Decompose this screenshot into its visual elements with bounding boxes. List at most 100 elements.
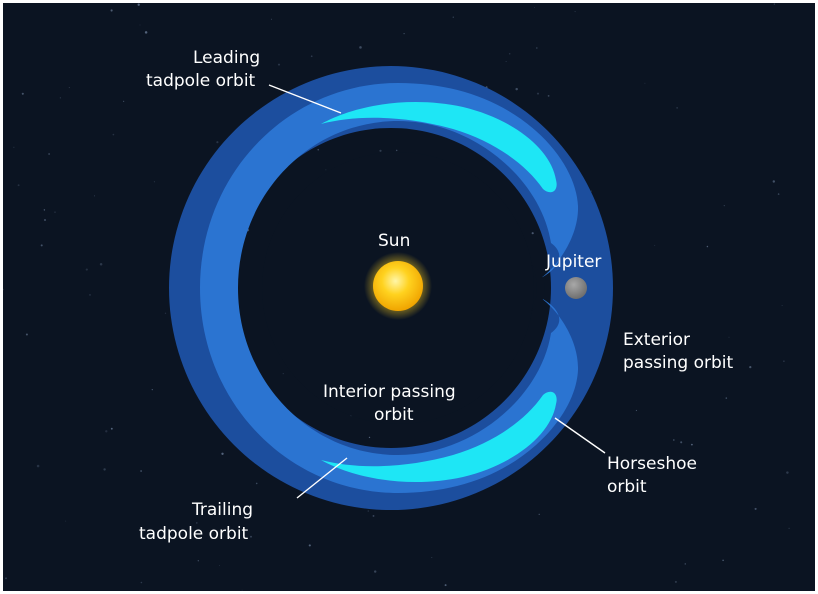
star <box>310 55 313 58</box>
star <box>783 360 785 362</box>
star <box>219 564 221 566</box>
star <box>110 9 113 12</box>
star <box>164 312 167 314</box>
star <box>754 507 757 510</box>
star <box>21 92 24 95</box>
star <box>574 11 576 13</box>
star <box>372 514 375 517</box>
star <box>403 32 405 35</box>
star <box>277 63 281 66</box>
star <box>13 146 15 148</box>
interior-passing-label-line1: Interior passing <box>323 382 456 402</box>
star <box>786 471 789 474</box>
trailing-tadpole-orbit <box>321 391 557 483</box>
star <box>85 268 88 271</box>
star <box>749 365 752 369</box>
interior-passing-label-line2: orbit <box>374 405 414 425</box>
horseshoe-label-line1: Horseshoe <box>607 454 697 474</box>
star <box>533 7 535 8</box>
star <box>270 18 272 20</box>
star <box>452 16 454 18</box>
star <box>140 470 143 472</box>
trailing-tadpole-label-line1: Trailing <box>191 500 253 520</box>
star <box>672 439 675 441</box>
star <box>505 61 507 62</box>
star <box>367 510 370 512</box>
leading-tadpole-label-line1: Leading <box>193 48 260 68</box>
star <box>151 388 153 391</box>
star <box>723 204 725 207</box>
star <box>379 149 382 152</box>
star <box>773 3 776 5</box>
star <box>635 409 637 412</box>
jupiter <box>565 277 587 299</box>
star <box>547 95 550 97</box>
star <box>195 522 198 524</box>
star <box>591 190 593 192</box>
star <box>680 441 683 444</box>
exterior-passing-label-line1: Exterior <box>623 330 690 350</box>
star <box>65 520 67 522</box>
star <box>112 133 115 136</box>
star <box>308 544 311 547</box>
star <box>317 149 319 151</box>
trailing-tadpole-label-line2: tadpole orbit <box>139 524 249 544</box>
leading-tadpole-label-line2: tadpole orbit <box>146 71 256 91</box>
sun-label: Sun <box>378 231 410 251</box>
star <box>44 219 46 221</box>
star <box>508 53 511 55</box>
horseshoe-label-line2: orbit <box>607 477 647 497</box>
star <box>36 464 40 468</box>
star <box>140 581 143 584</box>
star <box>103 468 106 471</box>
star <box>325 169 327 171</box>
star <box>250 535 252 538</box>
exterior-passing-label-line2: passing orbit <box>623 353 734 373</box>
star <box>216 141 219 144</box>
star <box>122 100 125 103</box>
star <box>282 373 284 375</box>
star <box>197 560 199 562</box>
star <box>431 557 433 558</box>
star <box>674 580 677 583</box>
orbit-diagram: Leading tadpole orbit Sun Jupiter Exteri… <box>3 3 790 591</box>
star <box>139 24 141 26</box>
star <box>137 3 140 6</box>
star <box>99 262 103 266</box>
star <box>722 559 724 562</box>
star <box>663 363 666 366</box>
star <box>68 87 70 89</box>
star <box>153 181 155 183</box>
star <box>110 427 113 430</box>
trailing-tadpole-leader-line <box>296 457 348 499</box>
diagram-canvas: Leading tadpole orbit Sun Jupiter Exteri… <box>3 3 815 591</box>
star <box>94 195 95 197</box>
star <box>17 184 20 187</box>
star <box>654 244 656 246</box>
star <box>48 153 50 155</box>
star <box>359 46 362 49</box>
sun <box>373 261 423 311</box>
star <box>5 577 7 580</box>
leading-tadpole-orbit <box>321 101 557 193</box>
star <box>368 436 371 439</box>
star <box>144 31 148 34</box>
star <box>535 47 538 49</box>
star <box>515 87 518 91</box>
star <box>777 193 780 195</box>
star <box>374 570 377 573</box>
jupiter-label: Jupiter <box>545 252 601 272</box>
star <box>684 563 687 565</box>
star <box>43 209 46 211</box>
star <box>531 232 534 235</box>
star <box>644 82 646 84</box>
star <box>54 211 56 213</box>
star <box>725 397 728 399</box>
star <box>444 584 447 587</box>
horseshoe-leader-line <box>554 417 606 454</box>
star <box>690 443 693 446</box>
star <box>241 589 243 591</box>
star <box>59 97 61 99</box>
star <box>25 333 28 336</box>
star <box>536 92 540 95</box>
